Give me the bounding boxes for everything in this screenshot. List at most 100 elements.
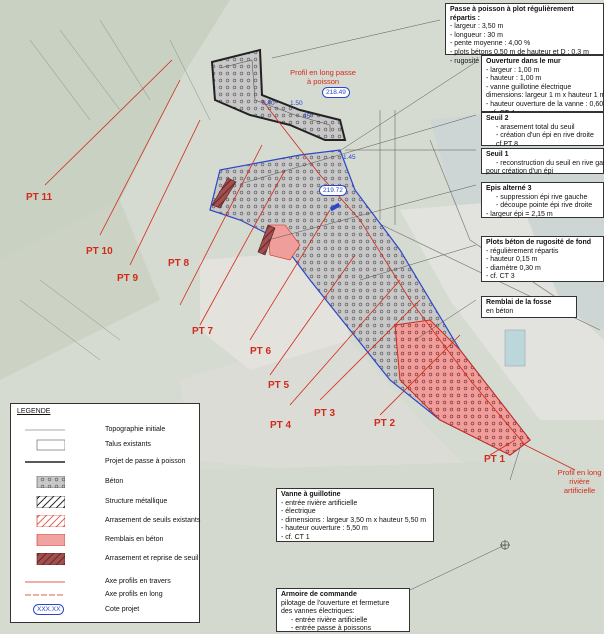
fish-pass-upper	[210, 48, 347, 141]
legend-label: Axe profils en travers	[105, 578, 171, 585]
callout-epis: Epis alterné 3 - suppression épi rive ga…	[481, 182, 604, 218]
legend-label: Projet de passe à poisson	[105, 458, 186, 465]
profile-label: PT 8	[168, 258, 190, 269]
callout-line: - largeur : 1,00 m	[486, 66, 540, 74]
callout-line: - hauteur ouverture : 5,50 m	[281, 525, 368, 533]
callout-seuil2-title: Seuil 2	[486, 115, 509, 122]
callout-line: - cf. CT 1	[281, 533, 310, 541]
callout-line: - pente moyenne : 4,00 %	[450, 40, 531, 48]
remblai-zone-upper	[267, 224, 301, 261]
callout-line: - hauteur ouverture de la vanne : 0,60 m	[486, 100, 604, 108]
legend-item: Structure métallique	[25, 496, 197, 508]
legend-symbol	[25, 429, 65, 431]
profile-label: PT 10	[86, 246, 113, 257]
profil-passe-annotation: Profil en long passe à poisson	[290, 68, 356, 86]
legend-symbol	[36, 534, 65, 546]
profile-label: PT 11	[26, 192, 53, 203]
callout-line: - cf. CT 3	[486, 273, 515, 281]
legend-item: Projet de passe à poisson	[25, 456, 197, 468]
callout-armoire: Armoire de commande pilotage de l'ouvert…	[276, 588, 410, 632]
legend-item: XXX.XX Cote projet	[25, 604, 197, 616]
fish-pass-upper-inner	[219, 59, 331, 132]
callout-remblai: Remblai de la fosse en béton	[481, 296, 577, 318]
callout-line: - découpe pointe épi rive droite	[496, 202, 593, 210]
legend-label: Talus existants	[105, 441, 151, 448]
legend-item: Talus existants	[25, 439, 197, 451]
ouverture-mur	[329, 202, 341, 212]
callout-line: - largeur : 3,50 m	[450, 23, 504, 31]
callout-line: - hauteur 0,15 m	[486, 256, 538, 264]
legend-label: Arrasement et reprise de seuil	[105, 555, 199, 562]
callout-line: - régulièrement répartis	[486, 247, 559, 255]
profile-label: PT 3	[314, 408, 336, 419]
callout-line: cf PT 8	[496, 140, 519, 148]
callout-line: - entrée rivière artificielle	[291, 616, 368, 624]
legend-symbol	[25, 594, 65, 596]
vegetation-zone	[0, 200, 160, 380]
dimension-label: 45°	[303, 113, 313, 120]
callout-line: - largeur épi = 2,15 m	[486, 210, 553, 218]
callout-line: - vanne guillotine électrique	[486, 83, 572, 91]
dimension-label: 1.50	[290, 100, 303, 107]
legend-label: Arrasement de seuils existants	[105, 517, 201, 524]
callout-line: - arasement total du seuil	[496, 123, 575, 131]
callout-seuil1: Seuil 1 - reconstruction du seuil en riv…	[481, 148, 604, 176]
dimension-label: 1.45	[343, 154, 356, 161]
legend-label: Remblais en béton	[105, 536, 164, 543]
legend-symbol	[36, 496, 65, 508]
callout-line: - longueur : 30 m	[450, 31, 503, 39]
legend-title: LEGENDE	[17, 408, 51, 415]
profile-label: PT 5	[268, 380, 290, 391]
callout-line: des vannes électriques:	[281, 608, 355, 616]
callout-line: - hauteur : 1,00 m	[486, 75, 542, 83]
legend-cote-sample: XXX.XX	[33, 604, 65, 615]
seuil-arasement	[211, 177, 237, 209]
legend-symbol	[25, 461, 65, 463]
cote-projet: 218.49	[322, 87, 350, 98]
callout-line: - suppression épi rive gauche	[496, 193, 588, 201]
legend-symbol	[36, 439, 65, 451]
callout-line: dimensions: largeur 1 m x hauteur 1 m	[486, 92, 604, 100]
legend-item: Arrasement de seuils existants	[25, 515, 201, 527]
callout-plots-title: Plots béton de rugosité de fond	[486, 239, 591, 246]
profile-label: PT 6	[250, 346, 272, 357]
survey-marker	[500, 540, 510, 550]
legend-symbol	[25, 581, 65, 583]
leader-lines	[239, 19, 521, 591]
legend-symbol	[36, 476, 65, 488]
vegetation-zone	[0, 0, 230, 260]
remblai-zone	[394, 319, 531, 456]
legend-item: Topographie initiale	[25, 424, 197, 436]
pool	[504, 329, 526, 367]
callout-line: - électrique	[281, 508, 316, 516]
callout-remblai-title: Remblai de la fosse	[486, 299, 552, 306]
callout-ouverture-title: Ouverture dans le mur	[486, 58, 561, 65]
callout-line: - diamètre 0,30 m	[486, 264, 541, 272]
topography-lines	[19, 19, 211, 361]
callout-line: - reconstruction du seuil en rive gauche	[496, 159, 604, 167]
callout-vanne-title: Vanne à guillotine	[281, 491, 341, 498]
callout-line: - entrée rivière artificielle	[281, 499, 358, 507]
seuil-arasement	[257, 224, 276, 256]
callout-line: - création d'un épi en rive droite	[496, 132, 594, 140]
callout-passe-title: Passe à poisson à plot régulièrement rép…	[450, 6, 574, 22]
callout-line: - plots bétons 0,50 m de hauteur et D : …	[450, 48, 589, 56]
callout-epis-title: Epis alterné 3	[486, 185, 532, 192]
profile-label: PT 1	[484, 454, 506, 465]
wall-lines	[329, 110, 601, 331]
profile-axes	[44, 59, 576, 471]
callout-line: - entrée passe à poissons	[291, 625, 372, 633]
callout-line: pour création d'un épi	[486, 168, 554, 176]
callout-armoire-title: Armoire de commande	[281, 591, 357, 598]
legend-label: Structure métallique	[105, 498, 168, 505]
legend: LEGENDE Topographie initiale Talus exist…	[10, 403, 200, 623]
cote-projet: 219.72	[319, 185, 347, 196]
callout-line: pilotage de l'ouverture et fermeture	[281, 599, 390, 607]
profile-label: PT 7	[192, 326, 214, 337]
legend-label: Topographie initiale	[105, 426, 166, 433]
legend-label: Axe profils en long	[105, 591, 163, 598]
legend-item: Remblais en béton	[25, 534, 197, 546]
callout-line: en béton	[486, 307, 514, 315]
legend-label: Béton	[105, 478, 124, 485]
callout-vanne: Vanne à guillotine - entrée rivière arti…	[276, 488, 434, 542]
